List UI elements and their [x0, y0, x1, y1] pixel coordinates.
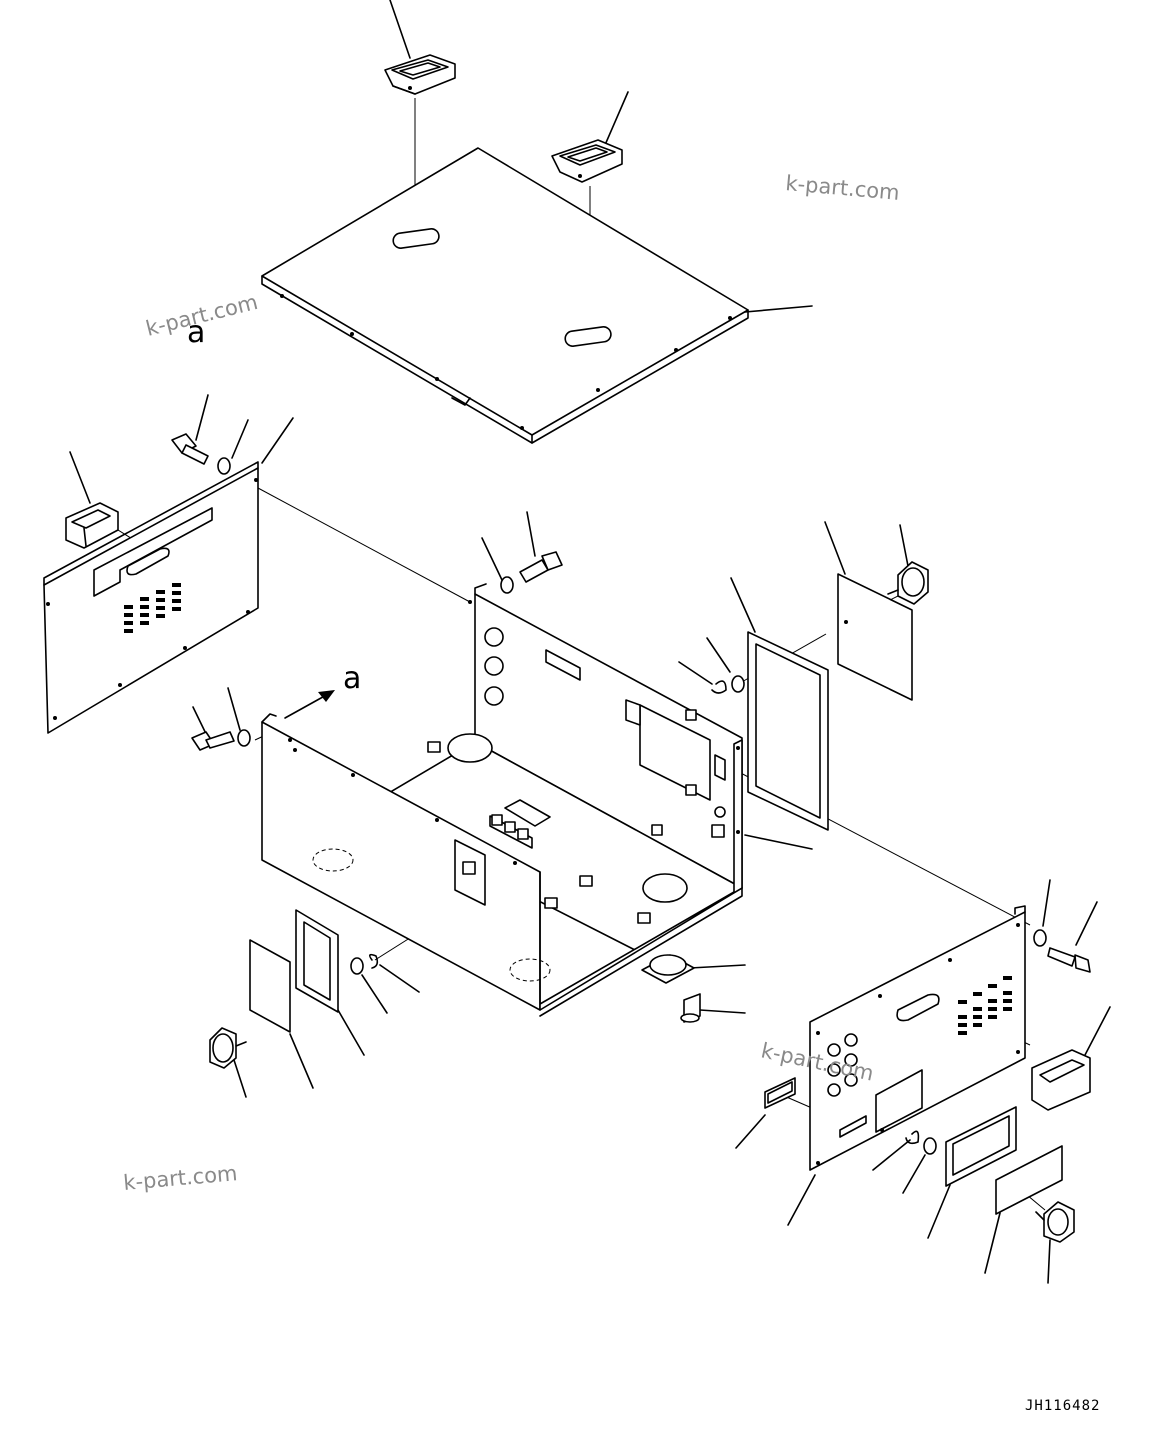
- clip-gasket-upper: [711, 680, 727, 694]
- grip-handle-right: [551, 139, 623, 183]
- cover-plate-upper-right: [837, 573, 913, 701]
- watermark-top-right: k-part.com: [785, 171, 901, 205]
- gasket-lower-right: [945, 1106, 1017, 1187]
- bolt-upper-left: [171, 433, 209, 465]
- clip-lower-left: [368, 953, 379, 969]
- knob-lower-left: [209, 1027, 247, 1069]
- washer-lower-left: [350, 957, 364, 975]
- side-grip-handle: [65, 502, 119, 549]
- rubber-mount: [641, 954, 701, 1023]
- side-grip-handle-right: [1031, 1049, 1091, 1111]
- grip-handle-left: [384, 54, 456, 95]
- cover-plate-lower-right: [995, 1145, 1063, 1215]
- gasket-upper-right: [747, 631, 829, 831]
- top-cover-plate: [261, 147, 749, 444]
- gasket-lower-left: [295, 909, 339, 1013]
- label-plate: [764, 1077, 796, 1109]
- cover-plate-lower-left: [249, 939, 291, 1033]
- drawing-code: JH116482: [1025, 1398, 1100, 1414]
- bolt-left-middle: [191, 731, 235, 751]
- washer-center-top: [500, 576, 514, 594]
- clip-lower-right: [905, 1130, 920, 1145]
- knob-lower-right: [1035, 1201, 1075, 1243]
- knob-upper-right: [887, 561, 929, 605]
- main-housing: [261, 583, 743, 1017]
- view-marker-upper: a: [187, 315, 205, 350]
- washer-right: [1033, 929, 1047, 947]
- washer-left-middle: [237, 729, 251, 747]
- view-arrow-upper: [284, 690, 335, 719]
- washer-lower-right: [923, 1137, 937, 1155]
- leader-lines: [69, 0, 1111, 1284]
- washer-upper-left: [217, 457, 231, 475]
- bolt-right: [1047, 947, 1091, 973]
- watermark-bottom-left: k-part.com: [122, 1161, 238, 1195]
- left-side-panel: [43, 461, 259, 734]
- bolt-center-top: [519, 551, 563, 583]
- view-marker-lower: a: [343, 661, 361, 696]
- washer-gasket-upper: [731, 675, 745, 693]
- right-side-panel: [809, 905, 1026, 1171]
